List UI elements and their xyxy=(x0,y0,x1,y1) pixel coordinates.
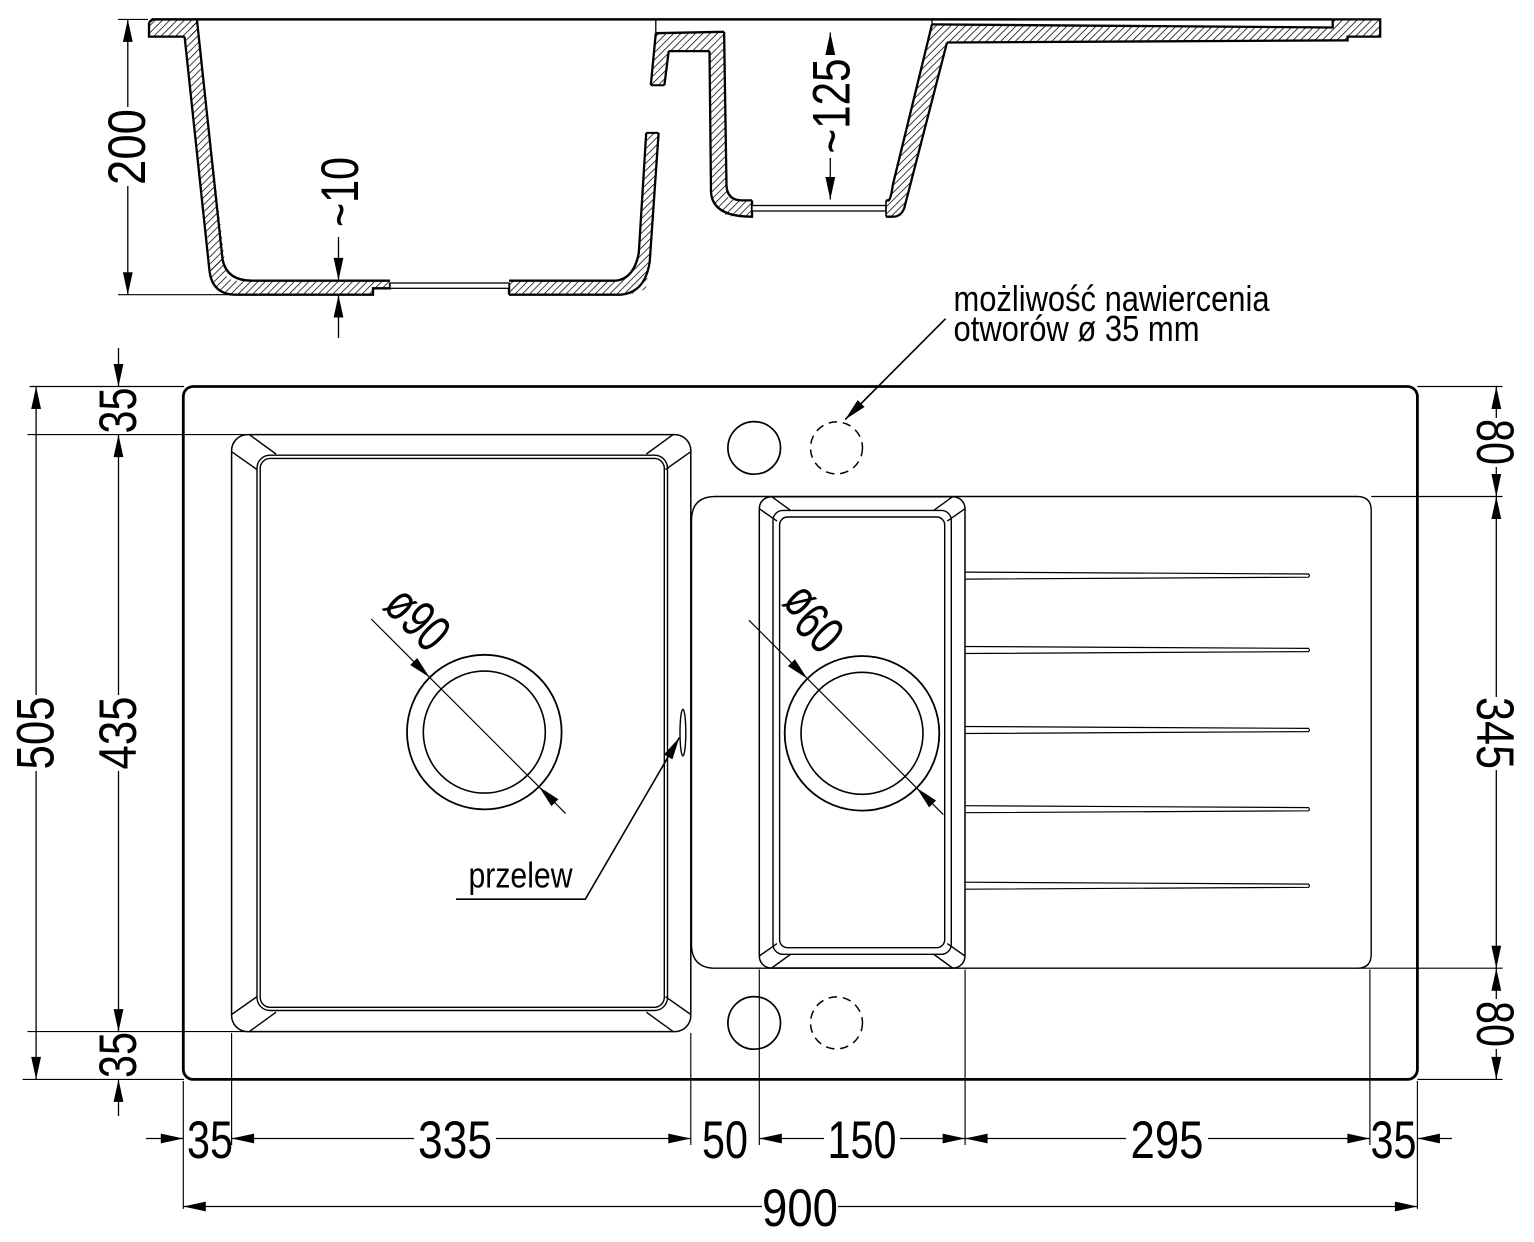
svg-text:35: 35 xyxy=(89,388,148,434)
svg-text:200: 200 xyxy=(98,109,157,185)
svg-text:35: 35 xyxy=(1371,1111,1417,1170)
svg-text:35: 35 xyxy=(187,1111,233,1170)
svg-text:35: 35 xyxy=(89,1032,148,1078)
svg-text:900: 900 xyxy=(762,1179,838,1238)
svg-text:możliwość nawiercenia: możliwość nawiercenia xyxy=(954,278,1271,319)
svg-text:~125: ~125 xyxy=(803,59,862,154)
svg-text:80: 80 xyxy=(1465,419,1524,465)
svg-text:80: 80 xyxy=(1465,1001,1524,1047)
svg-text:295: 295 xyxy=(1131,1111,1204,1170)
svg-text:505: 505 xyxy=(6,697,65,770)
svg-text:otworów ø 35 mm: otworów ø 35 mm xyxy=(954,308,1200,349)
svg-text:~10: ~10 xyxy=(311,157,370,227)
svg-text:50: 50 xyxy=(702,1111,748,1170)
svg-text:435: 435 xyxy=(89,697,148,770)
svg-text:150: 150 xyxy=(828,1111,897,1170)
svg-text:345: 345 xyxy=(1465,697,1524,769)
svg-text:335: 335 xyxy=(418,1111,492,1170)
svg-text:przelew: przelew xyxy=(469,855,574,896)
